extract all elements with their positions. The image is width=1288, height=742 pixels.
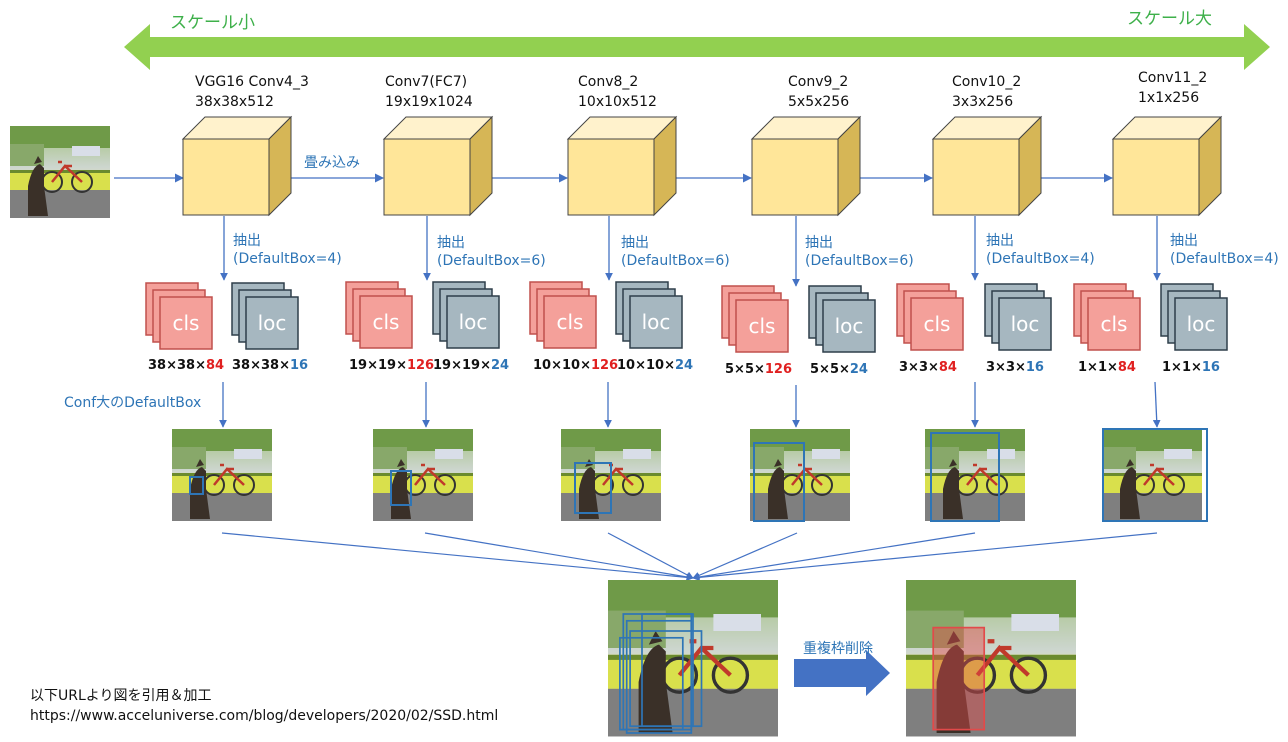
final-detection-image: [906, 580, 1076, 736]
cls-dim-6: 1×1×84: [1078, 360, 1136, 375]
stage-name-2: Conv7(FC7)19x19x1024: [385, 74, 473, 110]
cls-dim-3: 10×10×126: [533, 358, 619, 373]
extract-label-2: 抽出(DefaultBox=6): [437, 235, 546, 269]
cls-dim-4: 5×5×126: [725, 362, 793, 377]
loc-dim-5: 3×3×16: [986, 360, 1044, 375]
detection-thumb-6: [1100, 427, 1208, 523]
detection-thumb-1: [170, 427, 274, 523]
extract-label-1: 抽出(DefaultBox=4): [233, 233, 342, 267]
detection-thumb-3: [559, 427, 663, 523]
cls-text-6: cls: [1100, 312, 1128, 336]
cls-dim-5: 3×3×84: [899, 360, 957, 375]
extract-label-4: 抽出(DefaultBox=6): [805, 235, 914, 269]
loc-text-4: loc: [834, 314, 864, 338]
conf-defaultbox-label: Conf大のDefaultBox: [64, 395, 202, 411]
detection-thumb-2: [371, 427, 475, 523]
loc-text-5: loc: [1010, 312, 1040, 336]
feature-cube-1: [182, 116, 292, 216]
input-image: [8, 124, 112, 220]
nms-label: 重複枠削除: [803, 641, 873, 657]
loc-text-2: loc: [458, 310, 488, 334]
cls-dim-2: 19×19×126: [349, 358, 435, 373]
citation-url: https://www.acceluniverse.com/blog/devel…: [30, 708, 499, 724]
citation: 以下URLより図を引用＆加工 https://www.acceluniverse…: [30, 686, 498, 726]
cls-text-1: cls: [172, 311, 200, 335]
scale-arrow: [124, 24, 1270, 70]
extract-label-3: 抽出(DefaultBox=6): [621, 235, 730, 269]
cls-text-3: cls: [556, 310, 584, 334]
loc-text-3: loc: [641, 310, 671, 334]
convolution-label: 畳み込み: [304, 155, 360, 171]
loc-text-1: loc: [257, 311, 287, 335]
detection-thumb-5: [923, 427, 1027, 523]
cls-dim-1: 38×38×84: [148, 358, 225, 373]
feature-cube-4: [751, 116, 861, 216]
nms-arrow: [794, 650, 890, 696]
feature-cube-6: [1112, 116, 1222, 216]
feature-cube-3: [567, 116, 677, 216]
extract-label-5: 抽出(DefaultBox=4): [986, 233, 1095, 267]
loc-dim-4: 5×5×24: [810, 362, 868, 377]
loc-dim-1: 38×38×16: [232, 358, 309, 373]
scale-large-label: スケール大: [1127, 9, 1212, 29]
scale-small-label: スケール小: [170, 13, 255, 33]
loc-dim-3: 10×10×24: [617, 358, 694, 373]
cls-text-4: cls: [748, 314, 776, 338]
feature-cube-2: [383, 116, 493, 216]
loc-dim-2: 19×19×24: [433, 358, 510, 373]
feature-cube-5: [932, 116, 1042, 216]
merged-detections-image: [608, 580, 778, 736]
loc-text-6: loc: [1186, 312, 1216, 336]
citation-note: 以下URLより図を引用＆加工: [30, 688, 212, 704]
cls-text-2: cls: [372, 310, 400, 334]
extract-label-6: 抽出(DefaultBox=4): [1170, 233, 1279, 267]
cls-text-5: cls: [923, 312, 951, 336]
detection-thumb-4: [748, 427, 852, 523]
loc-dim-6: 1×1×16: [1162, 360, 1220, 375]
